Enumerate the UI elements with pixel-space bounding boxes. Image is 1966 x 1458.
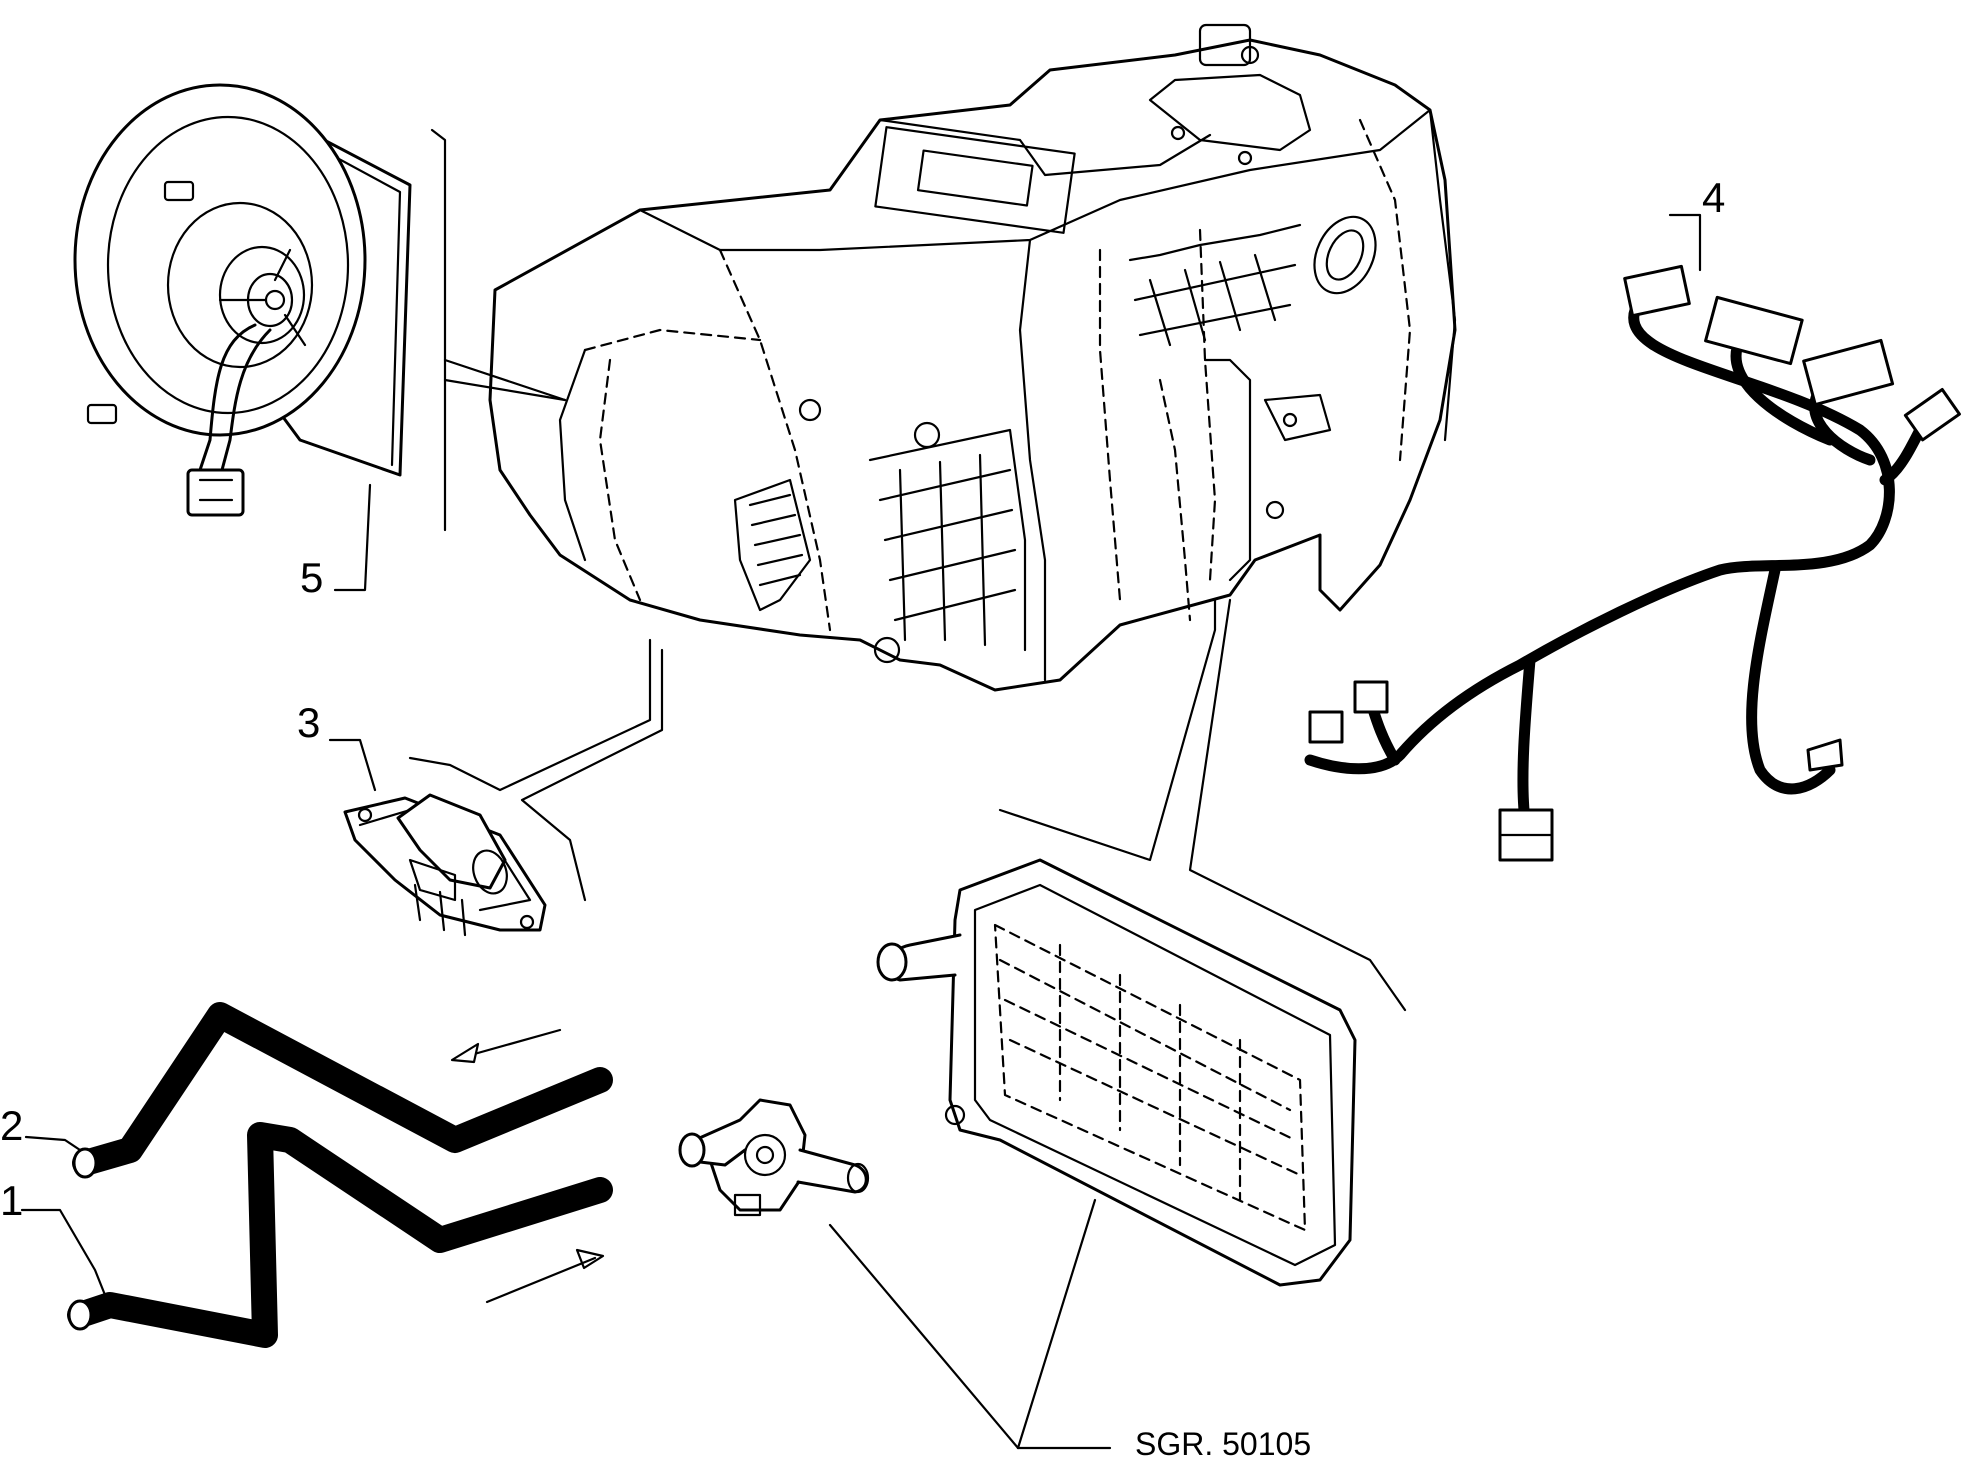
callout-5: 5 — [300, 554, 323, 601]
reference-code: SGR. 50105 — [1135, 1426, 1311, 1458]
wiring-harness — [1304, 264, 1961, 862]
callout-2: 2 — [0, 1102, 23, 1149]
callout-1: 1 — [0, 1177, 23, 1224]
heater-housing-assembly — [488, 23, 1457, 692]
blower-resistor — [343, 793, 547, 937]
leader-lines — [20, 128, 1702, 1450]
callout-3: 3 — [297, 699, 320, 746]
blower-fan-motor — [73, 83, 412, 517]
heater-matrix — [876, 858, 1357, 1287]
heater-hoses — [67, 1002, 613, 1348]
water-valve — [678, 1098, 870, 1217]
callout-4: 4 — [1702, 174, 1725, 221]
